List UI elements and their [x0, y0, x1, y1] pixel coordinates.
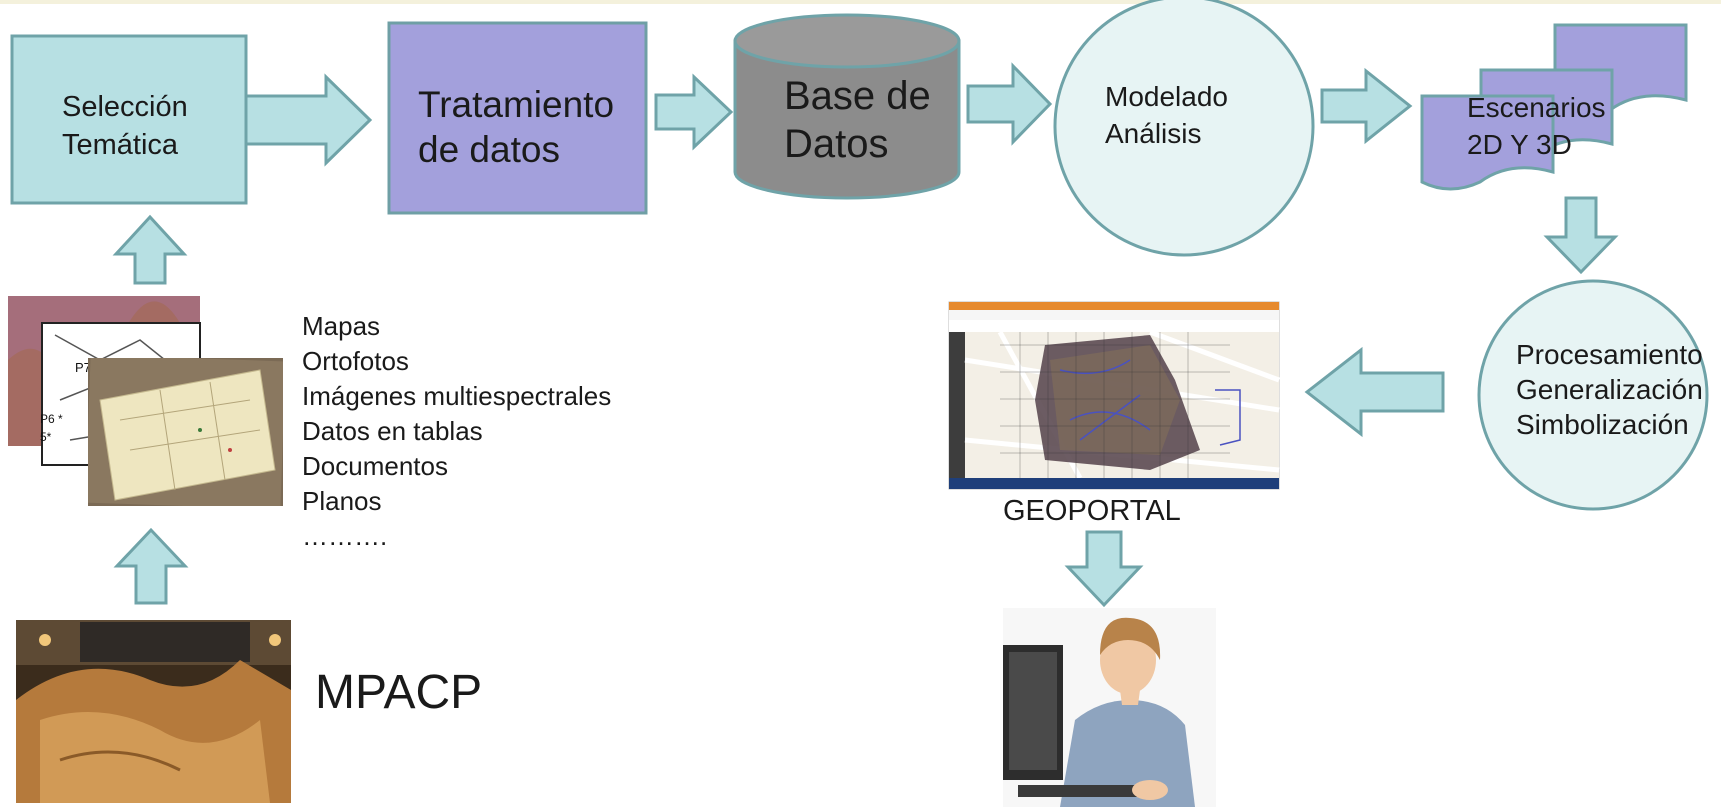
arrow-right-4 [1320, 67, 1413, 145]
svg-text:5*: 5* [40, 430, 52, 444]
modelado-line-1: Modelado [1105, 81, 1228, 112]
svg-text:P6 *: P6 * [40, 412, 63, 426]
escenarios-line-1: Escenarios [1467, 92, 1606, 123]
source-item: Planos [302, 486, 382, 516]
top-accent-line [0, 0, 1721, 4]
arrow-right-2 [654, 73, 734, 151]
procesamiento-label: Procesamiento Generalización Simbolizaci… [1516, 337, 1703, 442]
arrow-down-geoportal [1064, 530, 1144, 608]
seleccion-box [10, 34, 248, 205]
woman-at-computer-icon [1003, 608, 1216, 807]
flow-arrows [112, 62, 1619, 608]
modelado-analisis-label: Modelado Análisis [1105, 78, 1228, 152]
procesamiento-line-3: Simbolización [1516, 409, 1689, 440]
arrow-left-procesamiento [1304, 346, 1445, 438]
procesamiento-line-2: Generalización [1516, 374, 1703, 405]
seleccion-line-2: Temática [62, 129, 179, 161]
archaeological-site-photo-icon [16, 620, 291, 803]
geoportal-screenshot-icon [948, 301, 1280, 490]
source-item: Imágenes multiespectrales [302, 381, 612, 411]
source-item: Documentos [302, 451, 448, 481]
arrow-right-1 [244, 73, 373, 167]
seleccion-line-1: Selección [62, 91, 188, 123]
arrow-up-1 [112, 214, 188, 285]
procesamiento-line-1: Procesamiento [1516, 339, 1703, 370]
svg-text:P7: P7 [75, 360, 91, 375]
source-item: Ortofotos [302, 346, 409, 376]
tratamiento-line-2: de datos [418, 129, 560, 170]
modelado-line-2: Análisis [1105, 118, 1202, 149]
escenarios-line-2: 2D Y 3D [1467, 129, 1572, 160]
arrow-right-3 [966, 62, 1053, 146]
geoportal-label: GEOPORTAL [1003, 495, 1181, 527]
base-line-1: Base de [784, 74, 931, 118]
tratamiento-datos-label: Tratamiento de datos [418, 82, 614, 172]
arrow-up-2 [113, 527, 189, 605]
source-item: Datos en tablas [302, 416, 483, 446]
base-datos-label: Base de Datos [784, 72, 931, 168]
tratamiento-box [387, 21, 648, 215]
seleccion-tematica-label: Selección Temática [62, 88, 188, 164]
tratamiento-line-1: Tratamiento [418, 84, 615, 125]
stacked-map-photos-icon: P7 P6 * 5* [8, 296, 283, 506]
source-item: ………. [302, 521, 388, 551]
modelado-circle [1053, 0, 1315, 257]
base-line-2: Datos [784, 122, 889, 166]
data-sources-list: Mapas Ortofotos Imágenes multiespectrale… [302, 309, 611, 554]
arrow-down-escenarios [1543, 196, 1619, 275]
escenarios-documents [1420, 23, 1688, 191]
source-item: Mapas [302, 311, 381, 341]
base-datos-cylinder [733, 13, 961, 200]
mpacp-label: MPACP [315, 666, 483, 719]
escenarios-label: Escenarios 2D Y 3D [1467, 89, 1606, 163]
procesamiento-circle [1477, 279, 1709, 511]
